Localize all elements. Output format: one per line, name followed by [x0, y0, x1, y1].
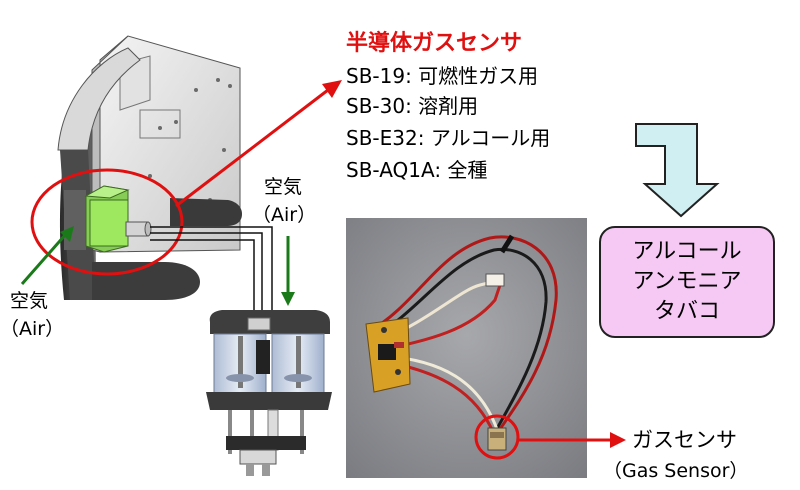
flow-arrow	[635, 123, 720, 218]
target-gas-tobacco: タバコ	[653, 299, 720, 324]
air-left-label-en: （Air）	[0, 318, 65, 340]
target-gas-ammonia: アンモニア	[632, 269, 742, 294]
target-gas-alcohol: アルコール	[632, 239, 742, 264]
air-pump-assembly-illustration	[206, 310, 332, 476]
green-arrow-air-left	[20, 226, 74, 285]
air-left-label-jp: 空気	[10, 290, 49, 312]
gas-sensor-label-jp: ガスセンサ	[632, 428, 737, 452]
air-top-label-jp: 空気	[264, 176, 303, 198]
sensor-list-item-sb-aq1a: SB-AQ1A: 全種	[346, 158, 488, 182]
sensor-list-item-sb-30: SB-30: 溶剤用	[346, 94, 479, 118]
machine-model-illustration	[30, 35, 273, 322]
air-top-label-en: （Air）	[252, 204, 317, 226]
gas-sensor-label-en: （Gas Sensor）	[603, 460, 749, 482]
sensor-list-title: 半導体ガスセンサ	[346, 31, 523, 56]
red-arrow-to-sensor-list	[175, 80, 342, 208]
green-arrow-air-top	[281, 236, 295, 306]
red-arrow-to-gas-sensor	[518, 432, 626, 448]
target-gases-box: アルコール アンモニア タバコ	[599, 226, 775, 338]
sensor-board-photo	[346, 218, 587, 478]
sensor-list-item-sb-e32: SB-E32: アルコール用	[346, 126, 551, 150]
sensor-list-item-sb-19: SB-19: 可燃性ガス用	[346, 64, 539, 88]
